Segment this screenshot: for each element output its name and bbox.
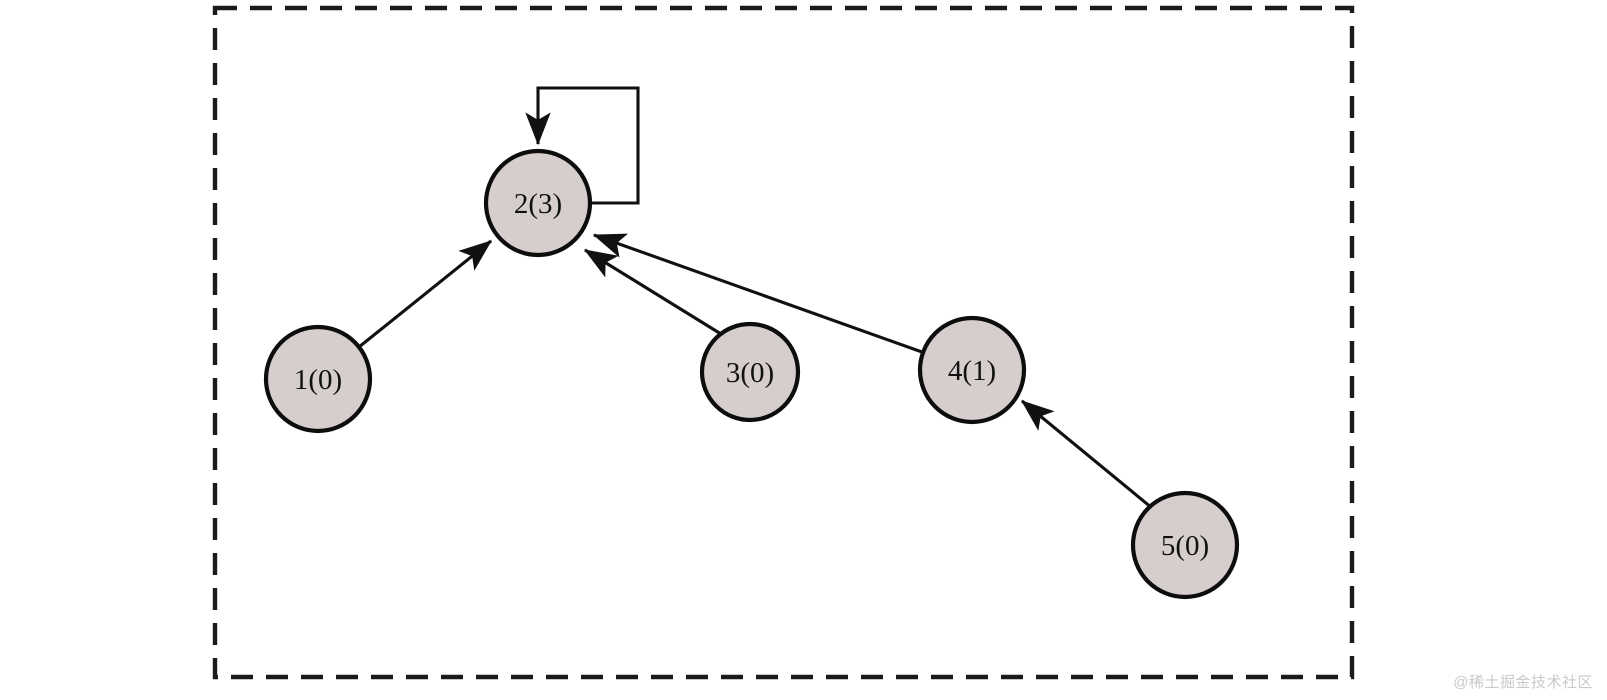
node-1-label: 1(0) <box>294 364 342 396</box>
edge-3-to-2 <box>583 248 722 336</box>
node-group: 1(0) 2(3) 3(0) 4(1) 5(0) <box>263 148 1240 600</box>
watermark-text: @稀土掘金技术社区 <box>1453 674 1593 691</box>
node-5-label: 5(0) <box>1161 530 1209 562</box>
node-2-label: 2(3) <box>514 188 562 220</box>
node-1[interactable]: 1(0) <box>263 324 373 434</box>
edge-1-to-2 <box>358 239 492 349</box>
node-4-label: 4(1) <box>948 355 996 387</box>
node-2-circle[interactable] <box>483 148 593 258</box>
edge-2-self-loop <box>525 86 640 205</box>
node-4[interactable]: 4(1) <box>917 315 1027 425</box>
edge-group <box>358 86 1153 510</box>
node-3-label: 3(0) <box>726 357 774 389</box>
node-4-circle[interactable] <box>917 315 1027 425</box>
dashed-frame <box>212 5 1355 680</box>
edge-4-to-2 <box>592 233 923 354</box>
node-2[interactable]: 2(3) <box>483 148 593 258</box>
node-5-circle[interactable] <box>1130 490 1240 600</box>
edge-5-to-4 <box>1021 399 1153 510</box>
node-3-circle[interactable] <box>699 321 801 423</box>
node-1-circle[interactable] <box>263 324 373 434</box>
node-3[interactable]: 3(0) <box>699 321 801 423</box>
node-5[interactable]: 5(0) <box>1130 490 1240 600</box>
